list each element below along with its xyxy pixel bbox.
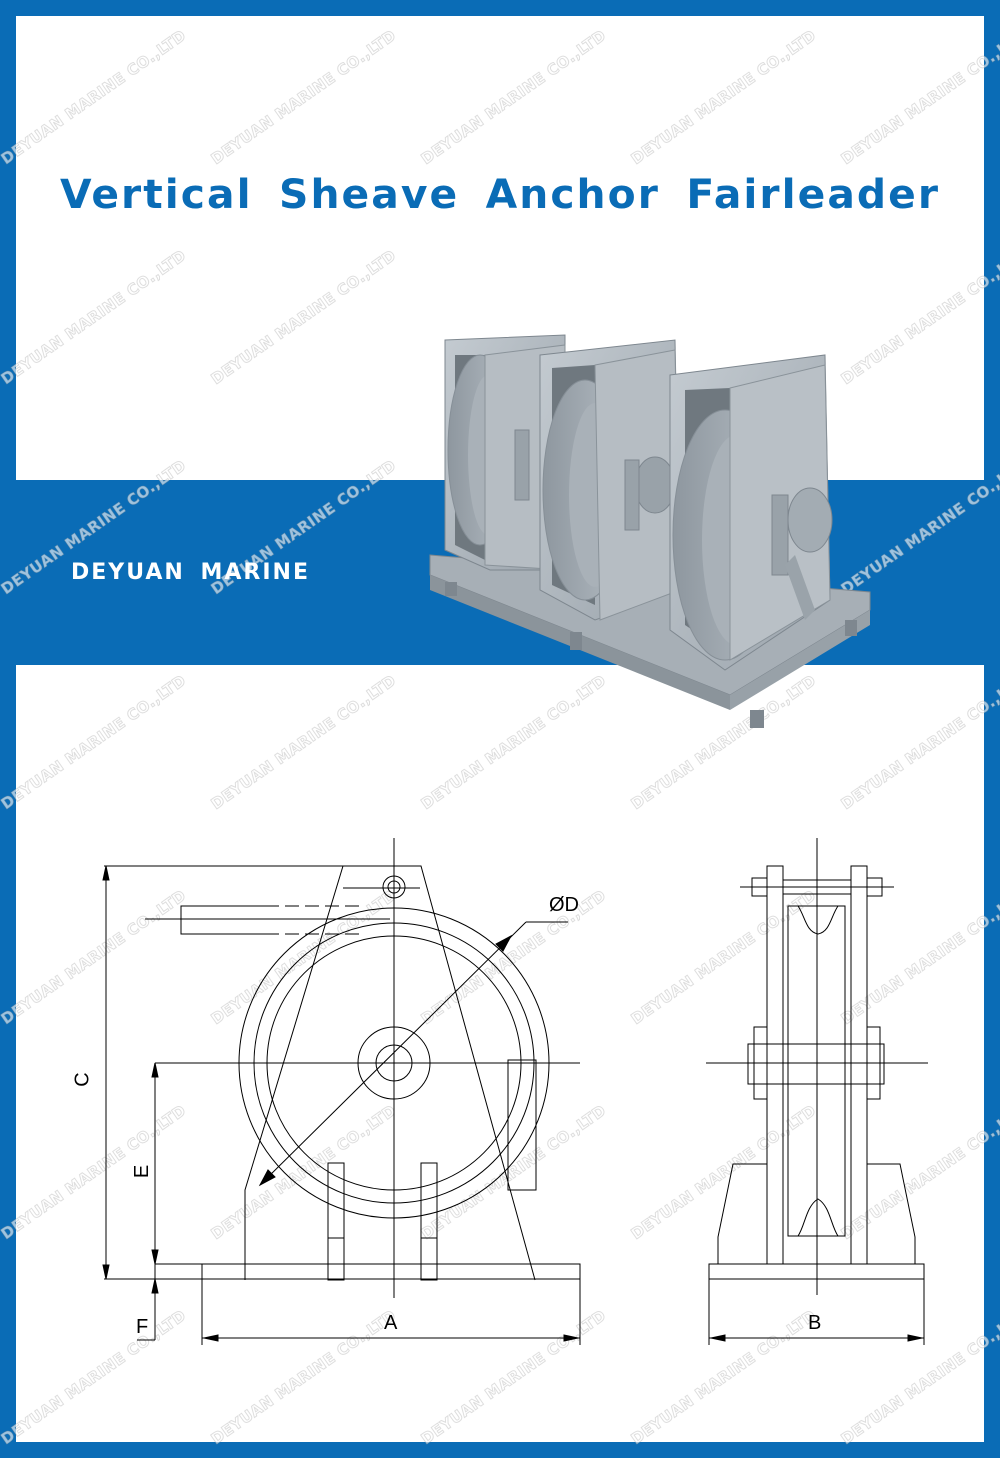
brand-name: DEYUAN MARINE [71, 560, 310, 585]
dim-label-E: E [131, 1164, 154, 1179]
dim-label-B: B [808, 1312, 822, 1334]
dim-label-A: A [384, 1312, 398, 1334]
page-title: Vertical Sheave Anchor Fairleader [59, 172, 941, 218]
front-view [102, 838, 581, 1345]
dim-label-F: F [136, 1316, 149, 1338]
drawing-panel [16, 665, 984, 1442]
dim-label-D: ØD [549, 894, 579, 916]
product-photo [429, 334, 871, 728]
side-view [706, 838, 928, 1345]
dim-label-C: C [71, 1072, 94, 1087]
